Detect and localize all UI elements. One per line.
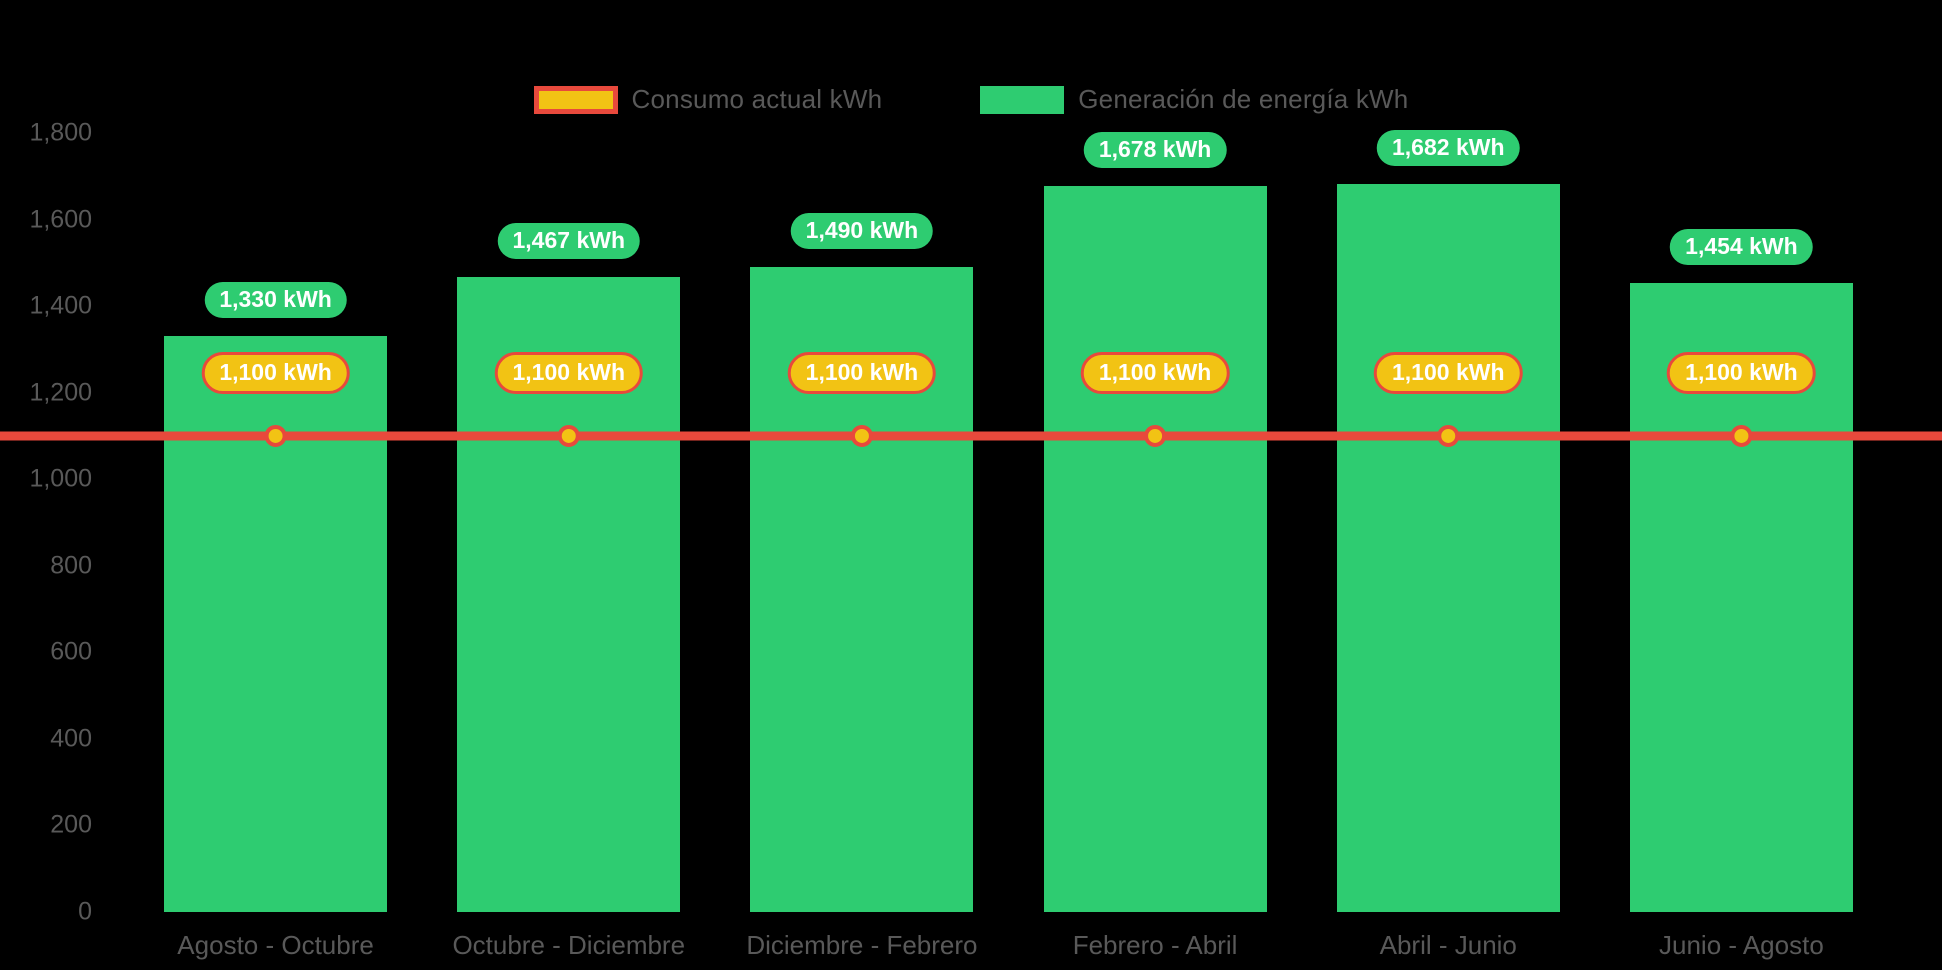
line-value-badge: 1,100 kWh [1667, 351, 1816, 394]
bar-value-badge: 1,330 kWh [204, 282, 347, 319]
bar-generacion[interactable] [1336, 184, 1560, 912]
consumo-line-marker[interactable] [264, 424, 287, 447]
consumo-line-marker[interactable] [1730, 424, 1753, 447]
bar-value-badge: 1,490 kWh [790, 213, 934, 250]
bar-value-badge: 1,678 kWh [1083, 131, 1227, 168]
y-axis-tick-label: 400 [50, 724, 92, 753]
line-value-badge: 1,100 kWh [494, 351, 643, 394]
x-axis-tick-label: Agosto - Octubre [177, 930, 374, 960]
x-axis-tick-label: Octubre - Diciembre [452, 930, 686, 960]
y-axis-tick-label: 1,600 [29, 205, 92, 234]
y-axis-tick-label: 600 [50, 637, 92, 666]
x-axis-tick-label: Abril - Junio [1379, 930, 1517, 960]
legend-swatch-consumo-icon [533, 85, 618, 114]
bar-value-badge: 1,454 kWh [1670, 228, 1813, 265]
legend-swatch-generacion-icon [980, 85, 1065, 114]
consumo-line-marker[interactable] [1144, 424, 1167, 447]
legend-label-consumo: Consumo actual kWh [631, 84, 883, 114]
y-axis-tick-label: 200 [50, 810, 92, 839]
legend-item-consumo[interactable]: Consumo actual kWh [533, 84, 883, 115]
x-axis-tick-label: Febrero - Abril [1072, 930, 1238, 960]
legend-label-generacion: Generación de energía kWh [1078, 84, 1409, 114]
line-value-badge: 1,100 kWh [787, 351, 937, 394]
x-axis-tick-label: Junio - Agosto [1659, 930, 1824, 960]
x-axis-tick-label: Diciembre - Febrero [746, 930, 978, 960]
y-axis-tick-label: 1,200 [29, 378, 92, 407]
y-axis-tick-label: 0 [78, 897, 92, 926]
legend-item-generacion[interactable]: Generación de energía kWh [980, 84, 1408, 115]
y-axis-tick-label: 1,000 [29, 464, 92, 493]
bar-generacion[interactable] [1043, 185, 1267, 912]
y-axis-tick-label: 1,800 [29, 118, 92, 147]
line-value-badge: 1,100 kWh [1374, 351, 1523, 394]
line-value-badge: 1,100 kWh [1080, 351, 1230, 394]
bar-value-badge: 1,682 kWh [1377, 130, 1520, 167]
line-value-badge: 1,100 kWh [201, 351, 350, 394]
consumo-line-marker[interactable] [557, 424, 580, 447]
consumo-line-marker[interactable] [1437, 424, 1460, 447]
consumo-line-marker[interactable] [850, 424, 873, 447]
bar-value-badge: 1,467 kWh [497, 223, 640, 260]
y-axis-tick-label: 1,400 [29, 291, 92, 320]
y-axis-tick-label: 800 [50, 551, 92, 580]
chart-legend: Consumo actual kWh Generación de energía… [0, 84, 1942, 115]
